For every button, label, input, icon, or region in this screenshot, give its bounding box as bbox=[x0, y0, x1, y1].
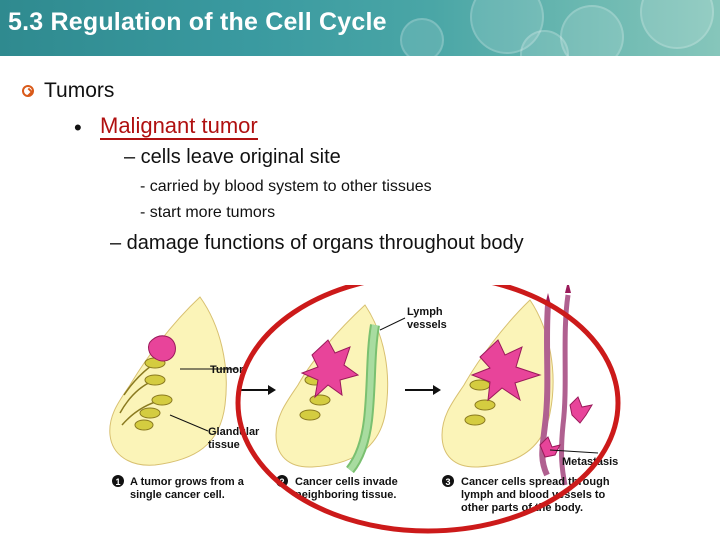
arrow-head-2 bbox=[433, 385, 441, 395]
step-1-number-badge bbox=[112, 475, 124, 487]
label-lymph: Lymph bbox=[407, 306, 443, 318]
lymph-pointer bbox=[379, 317, 406, 331]
subheading-malignant-tumor: Malignant tumor bbox=[100, 113, 258, 140]
point-damage-organs: – damage functions of organs throughout … bbox=[110, 232, 524, 254]
step-1-number: 1 bbox=[115, 477, 120, 487]
label-tumor: Tumor bbox=[210, 364, 244, 376]
step-3-line-2: lymph and blood vessels to bbox=[461, 489, 606, 501]
step-3-number: 3 bbox=[445, 477, 450, 487]
step-2-caption: 2 Cancer cells invade neighboring tissue… bbox=[276, 475, 398, 501]
label-glandular-1: Glandular bbox=[208, 426, 260, 438]
panel-3-tissue bbox=[441, 285, 594, 486]
bullet-arrow-icon bbox=[22, 85, 34, 97]
glandular-pointer bbox=[169, 414, 209, 432]
point-cells-leave-site: – cells leave original site bbox=[124, 146, 341, 168]
subpoint-more-tumors: - start more tumors bbox=[140, 204, 276, 221]
step-3-caption: 3 Cancer cells spread through lymph and … bbox=[442, 475, 610, 514]
step-2-line-1: Cancer cells invade bbox=[295, 476, 398, 488]
heading-tumors: Tumors bbox=[44, 79, 115, 102]
step-3-line-1: Cancer cells spread through bbox=[461, 476, 610, 488]
step-2-line-2: neighboring tissue. bbox=[295, 489, 396, 501]
label-vessels: vessels bbox=[407, 319, 447, 331]
background-cell bbox=[560, 5, 624, 56]
slide-title: 5.3 Regulation of the Cell Cycle bbox=[8, 8, 387, 36]
panel-2-tissue bbox=[275, 304, 389, 474]
label-metastasis: Metastasis bbox=[562, 456, 618, 468]
bullet-dot: • bbox=[74, 115, 82, 140]
step-3-line-3: other parts of the body. bbox=[461, 502, 583, 514]
panel-1-tissue bbox=[109, 296, 227, 466]
subpoint-blood-system: - carried by blood system to other tissu… bbox=[140, 178, 432, 195]
background-cell bbox=[400, 18, 444, 56]
label-glandular-2: tissue bbox=[208, 439, 240, 451]
arrow-head-1 bbox=[268, 385, 276, 395]
title-bar: 5.3 Regulation of the Cell Cycle bbox=[0, 0, 720, 56]
metastasis-pointer bbox=[549, 449, 599, 454]
step-1-line-2: single cancer cell. bbox=[130, 489, 225, 501]
metastasis-diagram: Tumor Glandular tissue Lymph vessels Met… bbox=[109, 285, 621, 534]
step-1-line-1: A tumor grows from a bbox=[130, 476, 245, 488]
step-3-number-badge bbox=[442, 475, 454, 487]
highlight-circle bbox=[235, 285, 621, 534]
background-cell bbox=[640, 0, 714, 49]
step-1-caption: 1 A tumor grows from a single cancer cel… bbox=[112, 475, 245, 501]
